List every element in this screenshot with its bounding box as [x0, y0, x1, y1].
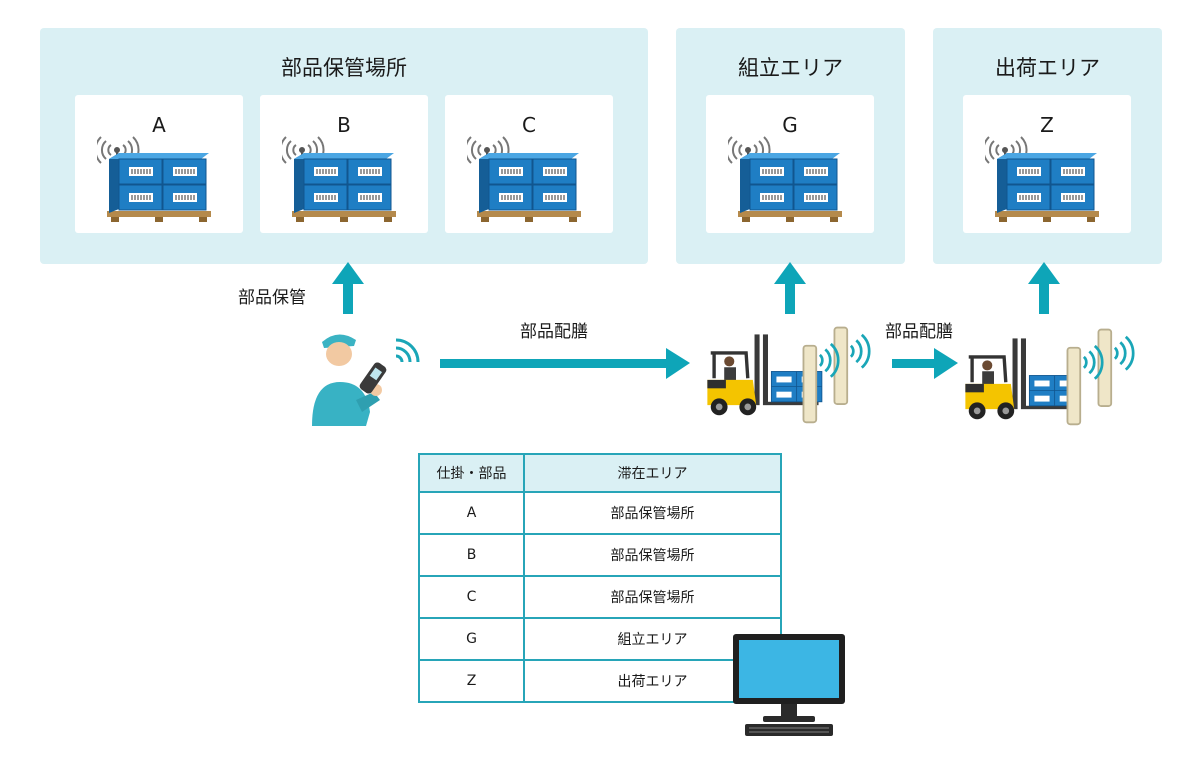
table-row: G 組立エリア [418, 617, 782, 661]
item-card-c: C [445, 95, 613, 233]
table-header-area: 滞在エリア [523, 453, 782, 493]
item-label: B [337, 113, 351, 137]
table-row: A 部品保管場所 [418, 491, 782, 535]
up-arrow-shipping [1028, 262, 1060, 314]
storage-area-title: 部品保管場所 [281, 56, 407, 80]
deliver-flow-label-2: 部品配膳 [885, 322, 953, 342]
storage-area: 部品保管場所 A B C [40, 28, 648, 264]
item-label: G [782, 113, 798, 137]
table-cell-item: G [418, 617, 525, 661]
up-arrow-assembly [774, 262, 806, 314]
store-flow-label: 部品保管 [238, 288, 306, 308]
table-cell-item: Z [418, 659, 525, 703]
rfid-gate-icon [1062, 320, 1144, 432]
item-label: A [152, 113, 166, 137]
table-cell-item: A [418, 491, 525, 535]
deliver-flow-label-1: 部品配膳 [520, 322, 588, 342]
up-arrow-storage [332, 262, 364, 314]
worker-with-handheld-reader-icon [312, 334, 420, 426]
table-cell-area: 部品保管場所 [523, 575, 782, 619]
table-cell-item: C [418, 575, 525, 619]
table-cell-item: B [418, 533, 525, 577]
item-card-z: Z [963, 95, 1131, 233]
table-header-row: 仕掛・部品 滞在エリア [418, 453, 782, 493]
item-card-g: G [706, 95, 874, 233]
table-row: Z 出荷エリア [418, 659, 782, 703]
shipping-area: 出荷エリア Z [933, 28, 1162, 264]
rfid-gate-icon [798, 318, 880, 430]
table-row: C 部品保管場所 [418, 575, 782, 619]
table-cell-area: 部品保管場所 [523, 533, 782, 577]
table-header-item: 仕掛・部品 [418, 453, 525, 493]
assembly-area-title: 組立エリア [738, 56, 843, 80]
monitor-icon [733, 634, 845, 736]
item-label: Z [1040, 113, 1054, 137]
table-cell-area: 部品保管場所 [523, 491, 782, 535]
assembly-area: 組立エリア G [676, 28, 905, 264]
table-row: B 部品保管場所 [418, 533, 782, 577]
item-card-b: B [260, 95, 428, 233]
right-arrow-deliver-2 [892, 348, 958, 379]
item-location-table: 仕掛・部品 滞在エリア A 部品保管場所 B 部品保管場所 C 部品保管場所 G… [418, 453, 782, 703]
item-card-a: A [75, 95, 243, 233]
item-label: C [522, 113, 536, 137]
right-arrow-deliver-1 [440, 348, 690, 379]
shipping-area-title: 出荷エリア [995, 56, 1100, 80]
